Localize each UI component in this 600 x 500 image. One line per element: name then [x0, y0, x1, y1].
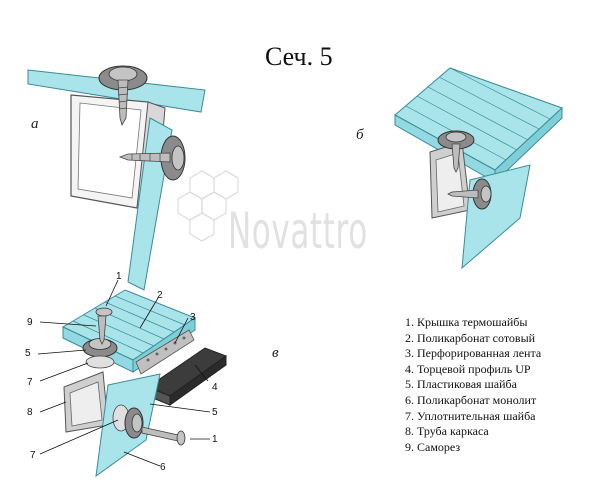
callout-6: 6: [160, 462, 166, 473]
panel-b-sheet-vertical: [461, 164, 531, 270]
callout-1-side: 1: [212, 434, 218, 445]
callout-3: 3: [190, 312, 196, 323]
legend-item: 6. Поликарбонат монолит: [405, 392, 537, 407]
callout-5-left: 5: [25, 348, 31, 359]
panel-label-b: б: [356, 127, 364, 143]
panel-a-screw-side: [118, 152, 171, 163]
panel-v-seal-top: [85, 355, 115, 369]
panel-label-a: а: [31, 116, 39, 132]
legend-item: 3. Перфорированная лента: [405, 346, 542, 361]
legend-item: 8. Труба каркаса: [405, 424, 489, 439]
panel-v-perforated-tape: [135, 329, 195, 375]
callout-5-right: 5: [212, 407, 218, 418]
legend-item: 1. Крышка термошайбы: [405, 315, 528, 329]
panel-v-screw-side: [141, 426, 179, 442]
callout-4: 4: [212, 382, 218, 393]
panel-v-screw-top: [97, 315, 107, 345]
panel-a-drawing: [27, 65, 206, 291]
callout-7-upper: 7: [27, 377, 33, 388]
section-title: Сеч. 5: [265, 42, 333, 71]
panel-a-sheet-top: [27, 69, 206, 113]
panel-v-cap-side: [176, 430, 186, 446]
callout-9: 9: [27, 317, 33, 328]
legend-item: 5. Пластиковая шайба: [405, 377, 517, 392]
callout-1-top: 1: [116, 271, 122, 282]
legend-item: 4. Торцевой профиль UP: [405, 361, 531, 376]
panel-v-drawing: 1 2 3 4 5 5 6 7 7 8 9 1: [25, 271, 228, 478]
watermark-hexagons: [177, 170, 239, 242]
panel-b-drawing: [394, 67, 563, 270]
panel-a-screw-top: [117, 79, 129, 127]
legend: 1. Крышка термошайбы 2. Поликарбонат сот…: [405, 315, 541, 455]
panel-b-sheet-top: [394, 67, 563, 171]
watermark-text: Novattro: [228, 202, 368, 260]
callout-7-lower: 7: [30, 450, 36, 461]
callout-2: 2: [157, 290, 163, 301]
legend-item: 9. Саморез: [405, 439, 461, 454]
panel-label-v: в: [272, 345, 279, 361]
callout-8: 8: [27, 407, 33, 418]
panel-v-cap-top: [95, 307, 113, 317]
legend-item: 7. Уплотнительная шайба: [405, 408, 536, 423]
legend-item: 2. Поликарбонат сотовый: [405, 330, 536, 345]
